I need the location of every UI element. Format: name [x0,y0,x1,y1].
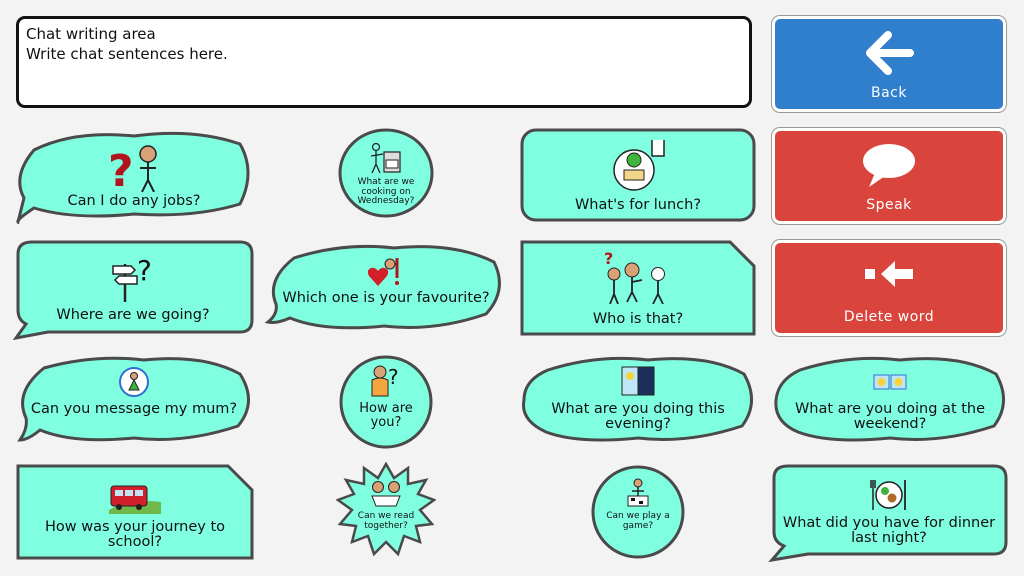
phrase-tile-how-are-you[interactable]: ? How are you? [338,354,434,450]
chat-area-title: Chat writing area [26,25,156,43]
phrase-tile-game[interactable]: Can we play a game? [590,464,686,560]
phrase-label: What are we cooking on Wednesday? [357,177,415,206]
back-arrow-icon [775,31,1003,75]
phrase-tile-journey[interactable]: How was your journey to school? [16,464,254,560]
chat-area-placeholder: Write chat sentences here. [26,45,228,63]
person-question-icon: ? [338,364,434,398]
phrase-label: Can we read together? [357,511,415,531]
phrase-label: Where are we going? [56,307,210,323]
phrase-label: What did you have for dinner last night? [782,515,996,546]
phrase-tile-message-mum[interactable]: Can you message my mum? [14,352,254,452]
phrase-label: Can we play a game? [606,511,670,531]
delete-word-label: Delete word [843,309,935,325]
delete-word-button[interactable]: Delete word [772,240,1006,336]
phrase-label: What's for lunch? [574,197,702,213]
svg-text:?: ? [604,250,613,268]
svg-text:?: ? [137,254,152,287]
back-label: Back [871,85,907,101]
phrase-tile-cooking[interactable]: What are we cooking on Wednesday? [337,128,435,218]
phrase-label: How are you? [359,401,413,430]
phrase-tile-dinner[interactable]: What did you have for dinner last night? [768,464,1010,562]
svg-text:?: ? [108,146,134,192]
phrase-label: What are you doing this evening? [551,401,725,432]
phrase-tile-going[interactable]: ? Where are we going? [12,240,254,340]
back-button[interactable]: Back [772,16,1006,112]
cooking-icon [337,142,435,174]
heart-thumbs-icon [264,256,508,290]
phrase-tile-weekend[interactable]: What are you doing at the weekend? [770,352,1010,452]
read-together-icon [336,480,436,508]
game-icon [590,478,686,508]
phrase-label: How was your journey to school? [44,519,226,550]
svg-text:?: ? [388,365,399,389]
signpost-question-icon: ? [12,254,254,302]
chat-writing-area[interactable]: Chat writing area Write chat sentences h… [16,16,752,108]
mum-icon [14,366,254,398]
phrase-label: What are you doing at the weekend? [794,401,986,432]
phrase-tile-who[interactable]: ? Who is that? [520,240,756,336]
lunch-icon [520,136,756,192]
speak-label: Speak [866,197,912,213]
phrase-tile-favourite[interactable]: Which one is your favourite? [264,240,508,340]
delete-arrow-icon [775,255,1003,295]
phrase-label: Which one is your favourite? [282,290,490,306]
phrase-label: Can I do any jobs? [67,193,201,209]
phrase-tile-lunch[interactable]: What's for lunch? [520,128,756,222]
phrase-tile-jobs[interactable]: ? Can I do any jobs? [14,126,254,224]
speak-button[interactable]: Speak [772,128,1006,224]
bus-icon [16,480,254,514]
weekend-icon [770,374,1010,390]
phrase-label: Can you message my mum? [30,401,238,417]
evening-icon [518,366,758,396]
dinner-icon [768,478,1010,512]
phrase-tile-evening[interactable]: What are you doing this evening? [518,352,758,452]
people-question-icon: ? [520,250,756,304]
speech-bubble-icon [775,143,1003,189]
phrase-tile-read[interactable]: Can we read together? [336,462,436,560]
question-person-icon: ? [14,144,254,192]
phrase-label: Who is that? [592,311,684,327]
